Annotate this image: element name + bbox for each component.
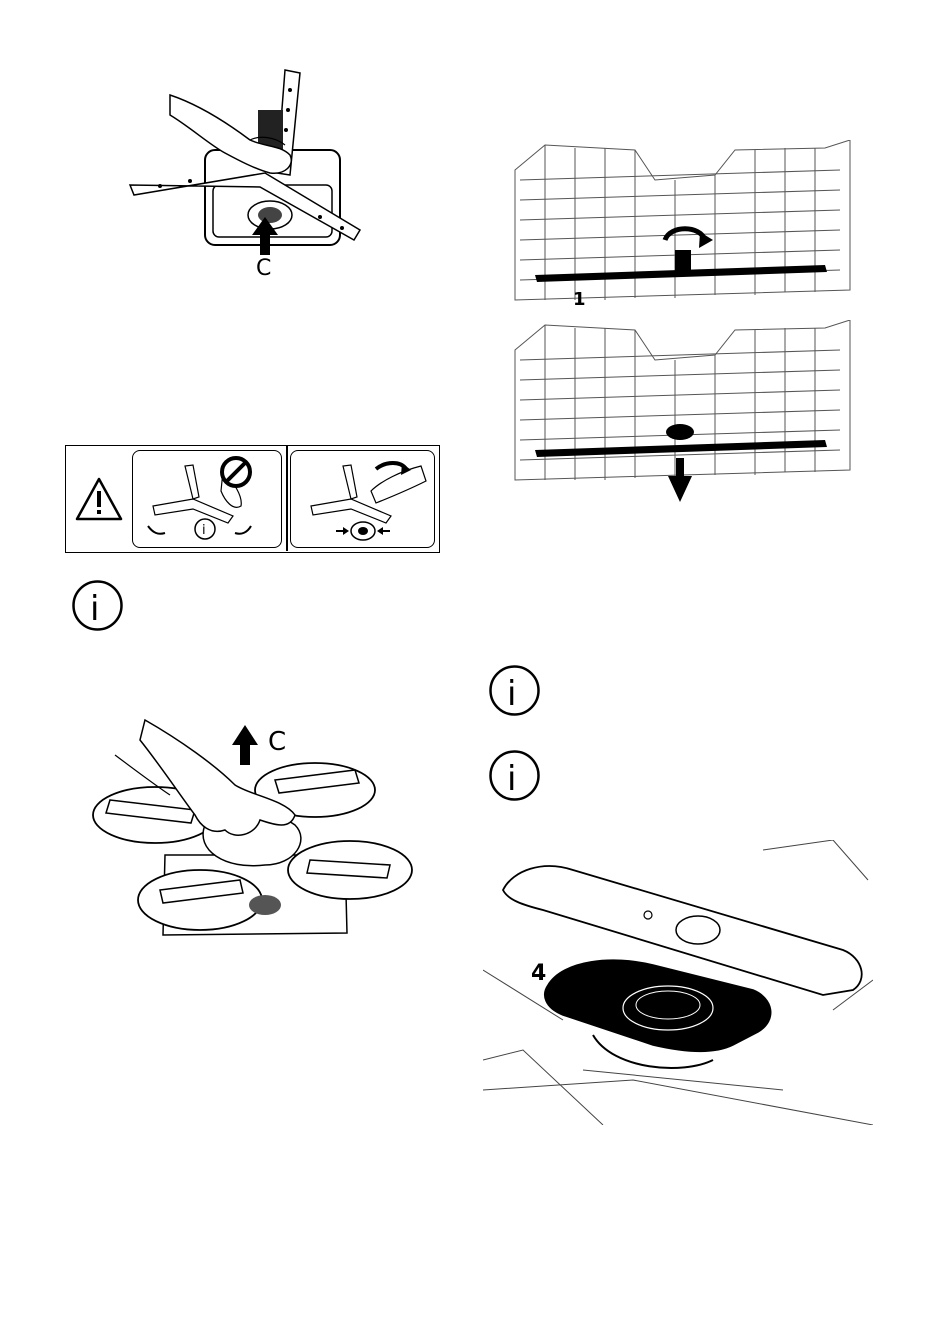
filter-plate-illustration: 4 — [483, 840, 873, 1125]
info-icon: i — [70, 578, 125, 633]
info-icon-symbol: i — [507, 759, 516, 799]
part-label-1: 1 — [573, 289, 586, 310]
info-icon: i — [487, 663, 542, 718]
spray-arm-rotate-illustration — [291, 451, 434, 547]
info-icon: i — [487, 748, 542, 803]
filter-carrier-lift-illustration: C — [85, 715, 425, 945]
spray-arm-removal-illustration: C — [120, 65, 380, 285]
rack-spray-arm-pull-illustration — [505, 320, 860, 510]
warning-panel: i — [65, 445, 440, 553]
arrow-label-c: C — [256, 256, 271, 281]
prohibited-icon — [219, 455, 253, 489]
info-icon-symbol: i — [90, 589, 99, 629]
warning-panel-check-nozzles — [290, 450, 435, 548]
warning-panel-do-not-bend: i — [132, 450, 282, 548]
info-symbol: i — [202, 523, 206, 538]
spray-arm-bend-illustration: i — [133, 451, 281, 547]
arrow-label-c: C — [268, 727, 286, 757]
rack-spray-arm-rotate-illustration: 1 — [505, 140, 860, 310]
warning-triangle-icon — [74, 476, 124, 522]
part-label-4: 4 — [531, 961, 546, 986]
panel-divider — [286, 446, 288, 551]
info-icon-symbol: i — [507, 674, 516, 714]
